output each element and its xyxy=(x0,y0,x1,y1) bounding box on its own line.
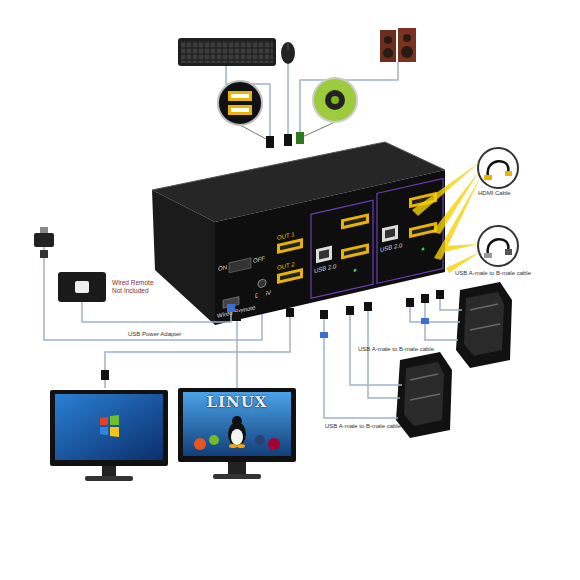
pc-tower xyxy=(456,282,512,368)
kvm-switch-shape xyxy=(150,140,450,330)
cable-connector xyxy=(236,330,238,388)
windows-monitor xyxy=(50,390,168,481)
cable-label: USB A-male to B-male cable xyxy=(358,346,453,353)
cable-connector xyxy=(82,302,150,322)
cable-label: USB A-male to B-male cable xyxy=(325,423,435,430)
pc-tower xyxy=(396,352,452,438)
kvm-switch: ONOFFOUT 1OUT 2DC5VWired RemoteUSB 2.0US… xyxy=(150,140,450,330)
cable-label: USB Power Adapter xyxy=(128,331,208,338)
device-wires xyxy=(105,292,462,418)
usb-icon xyxy=(218,81,262,125)
keyboard xyxy=(178,38,276,66)
cable-label: USB A-male to B-male cable xyxy=(455,270,565,277)
remote-label: Wired Remote Not Included xyxy=(112,279,160,295)
remote-body xyxy=(58,272,106,302)
mouse xyxy=(281,42,295,64)
screen-title: LINUX xyxy=(183,394,291,411)
wired-remote: Wired Remote Not Included xyxy=(58,272,160,302)
hdmi-cable-icon xyxy=(478,148,518,188)
speakers xyxy=(380,28,416,62)
highlight-rays xyxy=(412,162,481,273)
audio-icon xyxy=(313,78,357,122)
linux-monitor: LINUX xyxy=(178,388,298,484)
power-adapter xyxy=(34,227,54,258)
usb-cable-icon xyxy=(478,226,518,266)
plugs xyxy=(101,132,444,380)
cable-label: HDMI Cable xyxy=(478,190,528,197)
remote-button xyxy=(75,281,89,293)
